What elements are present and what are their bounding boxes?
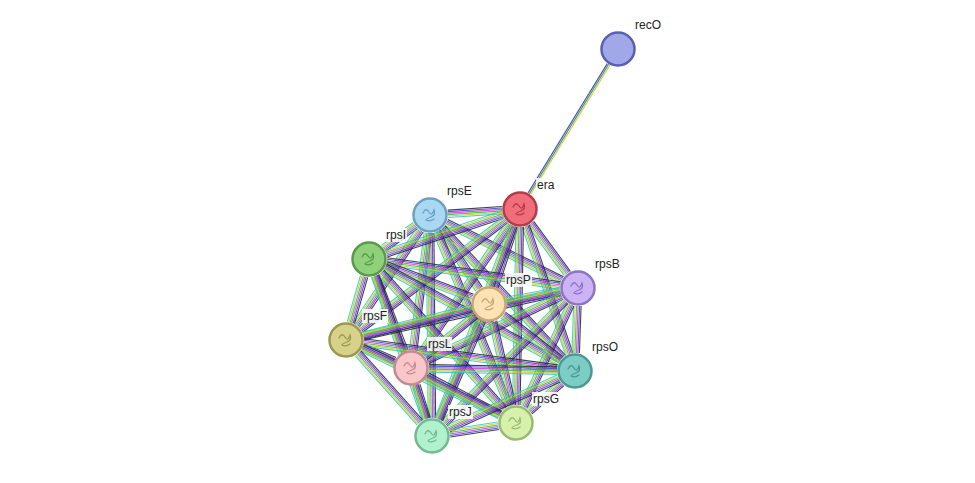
node-label: rpsP [505,273,532,287]
node-label: rpsG [532,392,560,406]
node-circle [471,286,507,322]
node-label: rpsO [591,340,619,354]
interaction-edge [572,306,581,353]
node-circle [498,405,534,441]
protein-node: rpsB [560,270,596,306]
node-circle [393,350,429,386]
node-label: recO [634,18,662,32]
protein-node: rpsI [351,241,387,277]
protein-node: rpsL [393,350,429,386]
node-circle [412,197,448,233]
interaction-edge [386,258,560,289]
node-label: rpsL [427,337,452,351]
node-circle [600,31,636,67]
node-label: rpsF [362,309,388,323]
protein-node: era [502,191,538,227]
node-circle [502,191,538,227]
interaction-edge [449,422,499,437]
node-circle [557,353,593,389]
node-circle [351,241,387,277]
protein-node: rpsJ [414,418,450,454]
node-label: rpsB [594,257,621,271]
node-circle [328,322,364,358]
interaction-edge [448,207,503,218]
interaction-edge [413,384,431,420]
node-label: rpsJ [448,405,473,419]
protein-node: rpsP [471,286,507,322]
protein-node: recO [600,31,636,67]
protein-node: rpsG [498,405,534,441]
interaction-edge [501,312,563,363]
interaction-edge [429,365,557,375]
interaction-edge [425,373,502,418]
protein-node: rpsE [412,197,448,233]
interaction-edge [528,64,610,195]
protein-node: rpsF [328,322,364,358]
node-circle [560,270,596,306]
node-label: rpsI [385,228,407,242]
node-circle [414,418,450,454]
protein-node: rpsO [557,353,593,389]
node-label: rpsE [446,184,473,198]
node-label: era [536,178,555,192]
